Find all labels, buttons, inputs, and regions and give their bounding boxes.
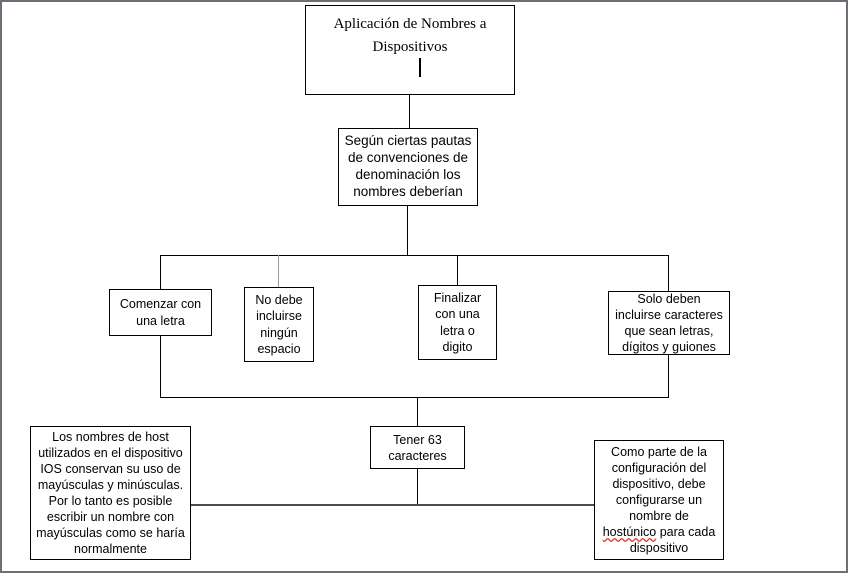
edge-length-drop (417, 469, 418, 505)
note-hostname-line-4: configurarse un (615, 493, 703, 507)
node-rule-end[interactable]: Finalizar con una letra o digito (418, 285, 497, 360)
node-rule-end-label: Finalizar con una letra o digito (433, 291, 482, 354)
edge-bus-to-rule-chars (668, 255, 669, 291)
text-cursor-icon (419, 58, 421, 77)
edge-bus-to-rule-space (278, 255, 279, 287)
edge-bus-to-rule-start (160, 255, 161, 289)
edge-rule-chars-drop (668, 355, 669, 398)
node-rule-space[interactable]: No debe incluirse ningún espacio (244, 287, 314, 362)
note-hostname-line-7: dispositivo (629, 541, 689, 555)
node-length-label: Tener 63 caracteres (388, 432, 447, 463)
node-guideline-label: Según ciertas pautas de convenciones de … (344, 133, 472, 199)
note-hostname-line-6-rest: para cada (656, 525, 716, 539)
edge-bus-to-rule-end (457, 255, 458, 285)
note-hostname-line-2: configuración del (611, 461, 707, 475)
note-hostname-line-3: dispositivo, debe (612, 477, 706, 491)
edge-rule-start-drop (160, 336, 161, 398)
node-note-case-label: Los nombres de host utilizados en el dis… (36, 430, 185, 556)
edge-lower-bus (160, 397, 669, 398)
node-rule-space-label: No debe incluirse ningún espacio (255, 293, 303, 356)
note-hostname-line-1: Como parte de la (611, 445, 707, 459)
note-hostname-line-5: nombre de (629, 509, 689, 523)
note-hostname-misspelled-word: hostúnico (602, 525, 657, 539)
node-rule-start[interactable]: Comenzar con una letra (109, 289, 212, 336)
node-rule-chars[interactable]: Solo deben incluirse caracteres que sean… (608, 291, 730, 355)
node-note-hostname[interactable]: Como parte de la configuración del disposi… (594, 440, 724, 560)
edge-guideline-drop (407, 206, 408, 256)
node-root-label: Aplicación de Nombres a Dispositivos (333, 16, 487, 56)
node-root[interactable]: Aplicación de Nombres a Dispositivos (305, 5, 515, 95)
node-rule-chars-label: Solo deben incluirse caracteres que sean… (615, 291, 723, 355)
node-note-case[interactable]: Los nombres de host utilizados en el dis… (30, 426, 191, 560)
edge-bottom-tie (191, 504, 594, 506)
node-length[interactable]: Tener 63 caracteres (370, 426, 465, 469)
node-note-hostname-label: Como parte de la configuración del disposi… (603, 444, 716, 556)
node-rule-start-label: Comenzar con una letra (119, 297, 202, 328)
edge-lower-bus-to-length (417, 397, 418, 426)
edge-root-to-guideline (409, 95, 410, 128)
node-guideline[interactable]: Según ciertas pautas de convenciones de … (338, 128, 478, 206)
edge-rules-bus (160, 255, 669, 256)
